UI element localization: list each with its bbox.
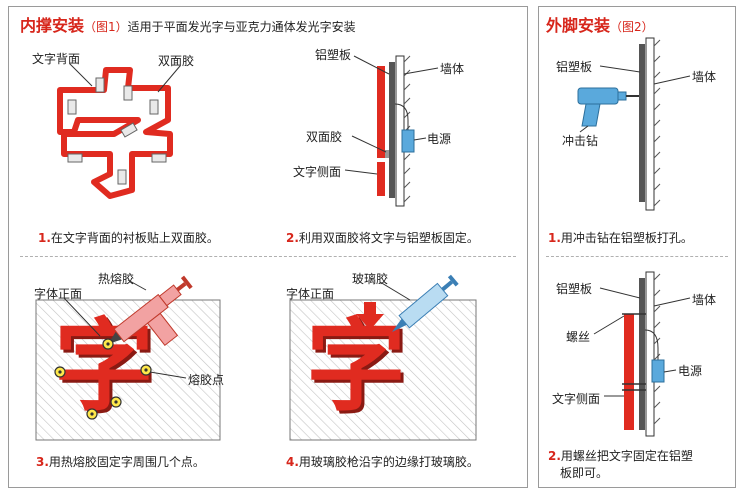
step-r1-num: 1. <box>548 231 561 245</box>
label-board-rt: 铝塑板 <box>556 60 593 74</box>
step-r1-desc: 用冲击钻在铝塑板打孔。 <box>560 231 693 245</box>
step-2-num: 2. <box>286 231 299 245</box>
cable-tr <box>394 103 409 130</box>
step-r2-text: 2.用螺丝把文字固定在铝塑 板即可。 <box>548 448 693 482</box>
label-front-bl: 字体正面 <box>34 287 83 301</box>
character-back-diagram <box>57 67 173 199</box>
divider-horizontal <box>20 256 516 257</box>
step-1-text: 1.在文字背面的衬板贴上双面胶。 <box>38 229 219 246</box>
label-wall-tr: 墙体 <box>440 62 465 76</box>
step-2-text: 2.利用双面胶将文字与铝塑板固定。 <box>286 229 479 246</box>
tape-pieces <box>67 77 167 185</box>
label-hotglue: 热熔胶 <box>98 272 135 286</box>
label-side-rb: 文字侧面 <box>552 392 601 406</box>
label-glass-glue: 玻璃胶 <box>352 272 389 286</box>
step-2-desc: 利用双面胶将文字与铝塑板固定。 <box>298 231 479 245</box>
step-4-text: 4.用玻璃胶枪沿字的边缘打玻璃胶。 <box>286 453 479 470</box>
inner-mount-title: 内撑安装 <box>20 16 85 35</box>
letter-tr-bottom <box>377 162 385 196</box>
divider-right <box>546 256 728 257</box>
power-box-rb <box>651 359 665 383</box>
tape-tr <box>385 150 389 158</box>
label-screw: 螺丝 <box>566 330 591 344</box>
label-wall-rt: 墙体 <box>692 70 717 84</box>
step-4-desc: 用玻璃胶枪沿字的边缘打玻璃胶。 <box>298 455 479 469</box>
label-power-tr: 电源 <box>427 132 452 146</box>
label-side-tr: 文字侧面 <box>293 165 342 179</box>
outer-mount-title: 外脚安装 <box>546 16 611 35</box>
step-3-text: 3.用热熔胶固定字周围几个点。 <box>36 453 205 470</box>
label-double-tape: 双面胶 <box>158 54 195 68</box>
character-front-br: 字 <box>306 308 406 425</box>
power-box-tr <box>401 129 415 153</box>
outer-mount-title-row: 外脚安装（图2） <box>546 12 654 36</box>
outer-mount-panel <box>538 6 736 488</box>
label-power-rb: 电源 <box>678 364 703 378</box>
board-tr <box>389 62 395 198</box>
step-3-desc: 用热熔胶固定字周围几个点。 <box>48 455 205 469</box>
step-r2-num: 2. <box>548 449 561 463</box>
drill-icon <box>577 87 639 127</box>
step-r2-desc-2: 板即可。 <box>560 466 609 480</box>
inner-mount-subtitle: 适用于平面发光字与亚克力通体发光字安装 <box>127 20 356 34</box>
inner-mount-fig: （图1） <box>84 20 128 34</box>
label-front-br: 字体正面 <box>286 287 335 301</box>
label-text-back: 文字背面 <box>32 52 81 66</box>
inner-mount-title-row: 内撑安装（图1）适用于平面发光字与亚克力通体发光字安装 <box>20 12 356 36</box>
step-1-desc: 在文字背面的衬板贴上双面胶。 <box>50 231 219 245</box>
step-4-num: 4. <box>286 455 299 469</box>
label-drill: 冲击钻 <box>562 134 599 148</box>
outer-mount-fig: （图2） <box>610 20 654 34</box>
letter-tr-top <box>377 66 385 158</box>
down-arrow-icon <box>356 302 384 330</box>
letter-rb <box>624 314 634 430</box>
step-1-num: 1. <box>38 231 51 245</box>
label-glue-points: 熔胶点 <box>188 373 225 387</box>
label-tape-tr: 双面胶 <box>306 130 343 144</box>
label-wall-rb: 墙体 <box>692 293 717 307</box>
screws <box>622 313 646 391</box>
step-3-num: 3. <box>36 455 49 469</box>
step-r1-text: 1.用冲击钻在铝塑板打孔。 <box>548 229 693 246</box>
label-board-rb: 铝塑板 <box>556 282 593 296</box>
label-board-tr: 铝塑板 <box>315 48 352 62</box>
step-r2-desc-1: 用螺丝把文字固定在铝塑 <box>560 449 693 463</box>
